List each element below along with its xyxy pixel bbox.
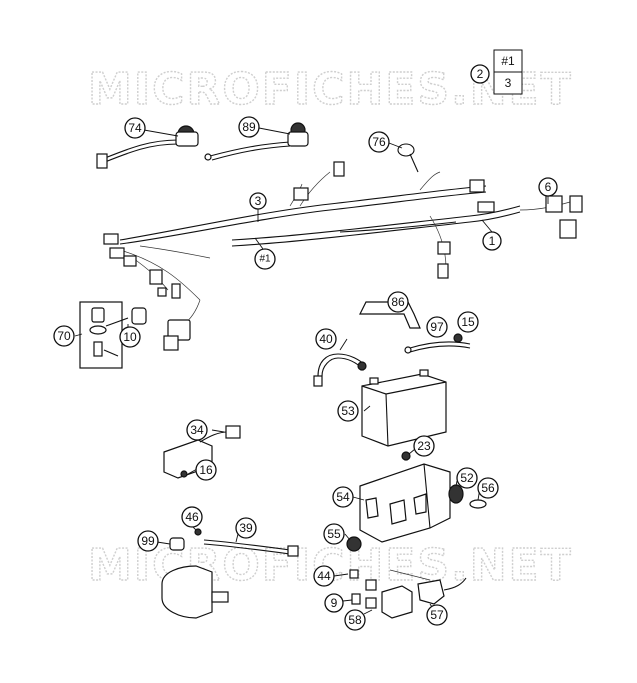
svg-text:10: 10: [123, 330, 137, 344]
svg-text:39: 39: [239, 521, 253, 535]
svg-text:58: 58: [348, 613, 362, 627]
watermark: MICROFICHES.NET MICROFICHES.NET: [87, 63, 573, 591]
svg-text:3: 3: [255, 194, 262, 208]
svg-text:55: 55: [327, 527, 341, 541]
legend-label-1: #1: [501, 54, 515, 68]
callout-56: 56: [477, 477, 499, 499]
switch-cable-89: [204, 122, 309, 161]
svg-text:97: 97: [430, 320, 444, 334]
callout-97: 97: [426, 316, 448, 338]
washer-56: [469, 499, 487, 509]
callout-99: 99: [137, 530, 159, 552]
svg-text:15: 15: [461, 315, 475, 329]
legend-callout-2: 2: [470, 64, 490, 84]
switch-cable-74: [96, 125, 199, 169]
callout-70: 70: [53, 325, 75, 347]
callout-55: 55: [323, 523, 345, 545]
svg-text:53: 53: [341, 404, 355, 418]
cable-tie-76: [397, 143, 419, 173]
svg-text:46: 46: [185, 510, 199, 524]
callout-23: 23: [413, 435, 435, 457]
callout-40: 40: [315, 328, 337, 350]
starter-motor: [161, 565, 229, 619]
svg-text:54: 54: [336, 490, 350, 504]
svg-text:52: 52: [460, 471, 474, 485]
svg-text:9: 9: [331, 596, 338, 610]
screw-16: [180, 470, 188, 478]
ground-cable-97: [404, 341, 471, 354]
svg-text:34: 34: [190, 423, 204, 437]
callout-57: 57: [426, 604, 448, 626]
svg-text:40: 40: [319, 332, 333, 346]
callout-34: 34: [186, 419, 208, 441]
nut-46: [194, 528, 202, 536]
svg-text:76: 76: [372, 135, 386, 149]
callout-1: 1: [482, 231, 502, 251]
svg-text:1: 1: [489, 234, 496, 248]
fuse-holder-9: [351, 579, 377, 605]
callout-76: 76: [368, 131, 390, 153]
callout-1-hash: #1: [254, 248, 276, 270]
svg-text:23: 23: [417, 439, 431, 453]
svg-text:56: 56: [481, 481, 495, 495]
callout-44: 44: [313, 565, 335, 587]
legend-label-3: 3: [505, 76, 512, 90]
callout-52: 52: [456, 467, 478, 489]
callout-74: 74: [124, 117, 146, 139]
grommet-52: [448, 484, 464, 504]
svg-text:89: 89: [242, 120, 256, 134]
svg-text:2: 2: [477, 67, 484, 81]
svg-text:44: 44: [317, 569, 331, 583]
svg-text:99: 99: [141, 534, 155, 548]
callout-15: 15: [457, 311, 479, 333]
legend-box-3: [493, 71, 523, 95]
callout-89: 89: [238, 116, 260, 138]
watermark-top: MICROFICHES.NET: [88, 64, 573, 115]
callout-3: 3: [249, 192, 267, 210]
svg-text:70: 70: [57, 329, 71, 343]
main-harness: [103, 161, 583, 351]
battery-53: [361, 369, 447, 447]
svg-text:86: 86: [391, 295, 405, 309]
cap-99: [169, 537, 185, 551]
grommet-55: [346, 536, 362, 552]
legend: #1 3 2: [470, 49, 523, 95]
callout-86: 86: [387, 291, 409, 313]
starter-cable-39: [203, 539, 299, 557]
svg-text:57: 57: [430, 608, 444, 622]
callout-16: 16: [195, 459, 217, 481]
battery-cable-40: [313, 353, 367, 387]
callout-53: 53: [337, 400, 359, 422]
relay-58: [365, 585, 413, 619]
svg-text:#1: #1: [259, 254, 271, 265]
svg-text:16: 16: [199, 463, 213, 477]
callout-10: 10: [119, 326, 141, 348]
fuse-44: [349, 569, 359, 579]
callout-39: 39: [235, 517, 257, 539]
svg-text:74: 74: [128, 121, 142, 135]
relay-bracket-57: [389, 569, 467, 605]
callout-58: 58: [344, 609, 366, 631]
callout-46: 46: [181, 506, 203, 528]
svg-text:6: 6: [545, 180, 552, 194]
screw-23: [401, 451, 411, 461]
battery-box-54: [359, 463, 451, 543]
callout-9: 9: [324, 593, 344, 613]
screw-15: [453, 333, 463, 343]
callout-6: 6: [538, 177, 558, 197]
callout-54: 54: [332, 486, 354, 508]
